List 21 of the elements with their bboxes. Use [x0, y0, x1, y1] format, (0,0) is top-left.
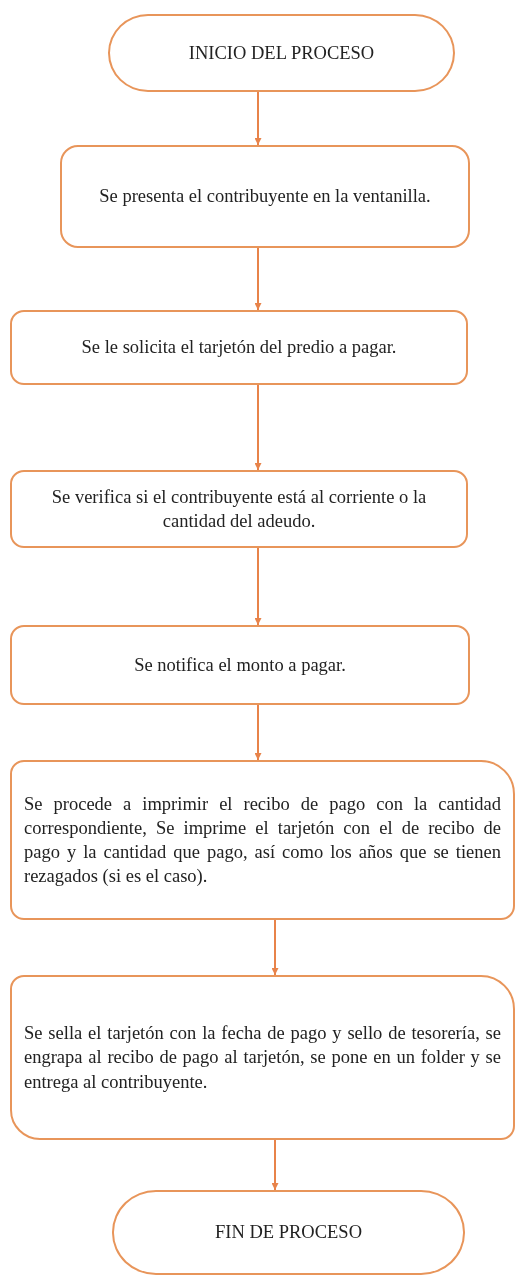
arrow	[254, 247, 262, 311]
process-box	[10, 760, 515, 920]
arrow	[254, 384, 262, 471]
step-text: INICIO DEL PROCESO	[188, 41, 375, 65]
step-text: Se le solicita el tarjetón del predio a pagar.	[81, 336, 397, 360]
step-text: Se verifica si el contribuyente está al corriente o la cantidad del adeudo.	[50, 485, 428, 533]
step-text: FIN DE PROCESO	[215, 1221, 362, 1245]
step-text: Se sella el tarjetón con la fecha de pago y sello de tesorería, se engrapa al recibo de pago al tarjetón, se pone en un folder y se entrega al contribuyente.	[24, 1022, 501, 1094]
arrow	[271, 1139, 279, 1191]
process-box	[10, 470, 468, 548]
step-text: Se procede a imprimir el recibo de pago con la cantidad correspondiente, Se imprime el tarjetón con el de recibo de pago y la cantidad que pago, así como los años que se tienen rezagados (si es el caso).	[24, 792, 501, 889]
step-text: Se notifica el monto a pagar.	[134, 653, 346, 677]
step-text: Se presenta el contribuyente en la ventanilla.	[99, 185, 431, 209]
arrow	[254, 704, 262, 761]
process-box	[60, 145, 470, 248]
process-box	[10, 625, 470, 705]
process-box	[10, 310, 468, 385]
arrow	[254, 547, 262, 626]
arrow	[271, 919, 279, 976]
arrow	[254, 91, 262, 146]
process-box	[10, 975, 515, 1140]
